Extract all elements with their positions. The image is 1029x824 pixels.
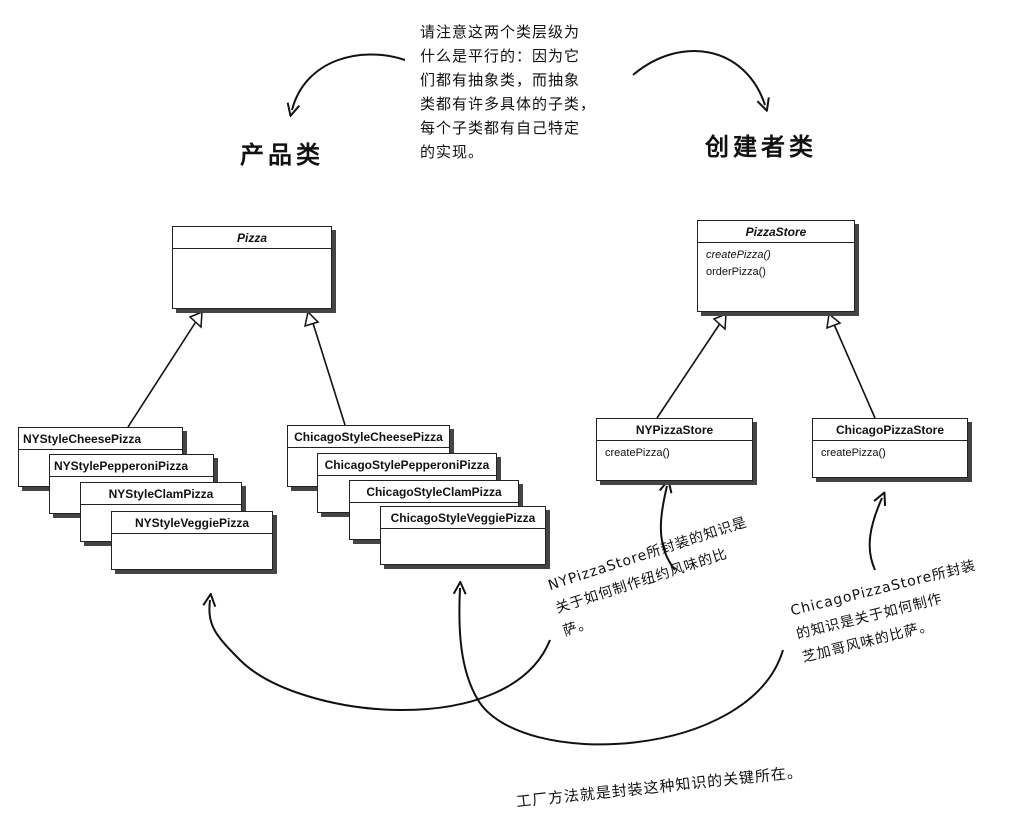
inherit-triangle-chicagostore	[826, 312, 842, 330]
top-note-line: 们都有抽象类，而抽象	[420, 71, 581, 89]
arrow-to-product-label	[292, 53, 406, 110]
class-name: ChicagoStyleVeggiePizza	[381, 507, 545, 529]
chicagopizzastore-class: ChicagoPizzaStore createPizza()	[812, 418, 968, 478]
chicagopizzastore-ops: createPizza()	[813, 441, 967, 466]
top-note-line: 请注意这两个类层级为	[420, 23, 581, 41]
top-note-line: 什么是平行的：因为它	[420, 47, 581, 65]
inherit-triangle-nystore	[712, 312, 727, 331]
curve-ny-to-ny-pizzas	[209, 600, 551, 711]
pizzastore-class-name: PizzaStore	[698, 221, 854, 243]
inherit-line-chicagostore	[832, 321, 876, 419]
inherit-triangle-ny	[188, 310, 203, 329]
chicagopizzastore-class-name: ChicagoPizzaStore	[813, 419, 967, 441]
nypizzastore-class-name: NYPizzaStore	[597, 419, 752, 441]
arrow-note-to-chicagostore	[868, 498, 882, 571]
chicago-veggie-pizza-class: ChicagoStyleVeggiePizza	[380, 506, 546, 565]
class-name: ChicagoStyleCheesePizza	[288, 426, 449, 448]
class-name: ChicagoStylePepperoniPizza	[318, 454, 496, 476]
curve-chicago-to-chicago-pizzas	[459, 588, 784, 746]
arrow-note-to-nystore	[661, 486, 676, 571]
op-create-pizza: createPizza()	[706, 249, 771, 261]
top-note: 请注意这两个类层级为 什么是平行的：因为它 们都有抽象类，而抽象 类都有许多具体…	[420, 20, 650, 164]
op-create-pizza: createPizza()	[605, 447, 670, 459]
op-order-pizza: orderPizza()	[706, 266, 766, 278]
class-name: NYStyleVeggiePizza	[112, 512, 272, 534]
top-note-line: 的实现。	[420, 143, 485, 161]
inherit-line-ny-to-pizza	[127, 319, 198, 428]
class-name: ChicagoStyleClamPizza	[350, 481, 518, 503]
product-label: 产品类	[240, 141, 324, 169]
inherit-line-nystore	[656, 321, 722, 419]
pizza-class: Pizza	[172, 226, 332, 309]
inherit-triangle-chicago	[303, 310, 320, 328]
arrow-to-creator-label	[632, 50, 765, 105]
inherit-line-chicago-to-pizza	[311, 319, 346, 426]
ny-veggie-pizza-class: NYStyleVeggiePizza	[111, 511, 273, 570]
top-note-line: 每个子类都有自己特定	[420, 119, 581, 137]
pizza-class-name: Pizza	[173, 227, 331, 249]
nypizzastore-ops: createPizza()	[597, 441, 752, 466]
class-name: NYStylePepperoniPizza	[50, 455, 213, 477]
class-name: NYStyleCheesePizza	[19, 428, 182, 450]
op-create-pizza: createPizza()	[821, 447, 886, 459]
top-note-line: 类都有许多具体的子类，	[420, 95, 597, 113]
pizzastore-ops: createPizza() orderPizza()	[698, 243, 854, 285]
creator-label: 创建者类	[705, 133, 817, 161]
nypizzastore-class: NYPizzaStore createPizza()	[596, 418, 753, 481]
pizzastore-class: PizzaStore createPizza() orderPizza()	[697, 220, 855, 312]
class-name: NYStyleClamPizza	[81, 483, 241, 505]
